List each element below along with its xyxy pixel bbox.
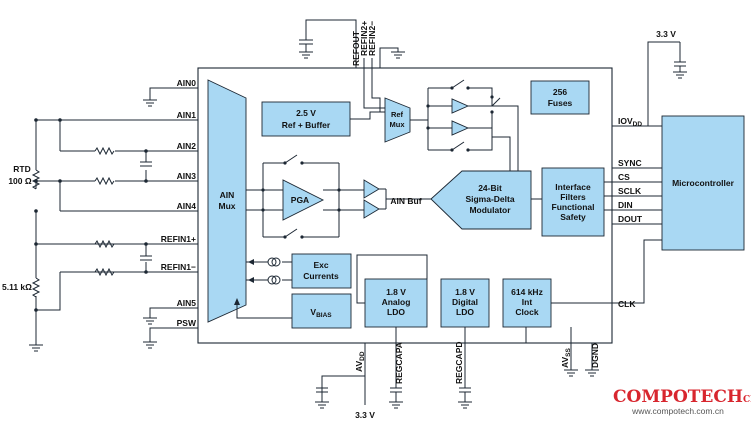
chip-outline [197, 67, 613, 344]
ref-mux-label-1: Ref [391, 110, 404, 119]
exc-label-1: Exc [313, 260, 328, 270]
pga-block [282, 179, 325, 221]
analog-ldo-label-1: 1.8 V [386, 287, 406, 297]
ain-buf-label: AIN Buf [390, 196, 421, 206]
pin-regcapd: REGCAPD [454, 341, 464, 384]
ain-mux-block [207, 79, 247, 323]
right-external [612, 41, 687, 304]
pga-label: PGA [291, 195, 309, 205]
modulator-label-2: Sigma-Delta [465, 194, 514, 204]
exc-currents-block [291, 253, 352, 289]
pin-avdd: AVDD [354, 351, 366, 372]
supply-bottom-label: 3.3 V [355, 410, 375, 420]
ref-amp-mid [451, 120, 470, 136]
modulator-label-1: 24-Bit [478, 183, 502, 193]
watermark: COMPOTECHChina www.compotech.com.cn [613, 387, 751, 416]
fuses-label-2: Fuses [548, 98, 573, 108]
microcontroller-block [661, 115, 745, 251]
modulator-block [430, 170, 532, 230]
left-pin-labels: AIN0 AIN1 AIN2 AIN3 AIN4 REFIN1+ REFIN1−… [161, 78, 197, 328]
ref-buffer-block [261, 101, 351, 137]
pin-regcapa: REGCAPA [394, 342, 404, 384]
bottom-external [315, 343, 599, 409]
digital-ldo-label-2: Digital [452, 297, 478, 307]
pin-refout: REFOUT [351, 30, 361, 66]
interface-label-1: Interface [555, 182, 591, 192]
pin-refin1-plus: REFIN1+ [161, 234, 196, 244]
rtd-label-2: 100 Ω [8, 176, 32, 186]
top-external [299, 19, 405, 68]
pin-din: DIN [618, 200, 633, 210]
pin-avss: AVSS [560, 347, 572, 368]
digital-ldo-label-3: LDO [456, 307, 474, 317]
ref-buffer-label-1: 2.5 V [296, 108, 316, 118]
watermark-brand: COMPOTECHChina [613, 387, 751, 407]
pin-ain5: AIN5 [177, 298, 197, 308]
pin-refin1-minus: REFIN1− [161, 262, 196, 272]
pin-ain0: AIN0 [177, 78, 197, 88]
ain-buf-top [363, 179, 380, 199]
pin-sclk: SCLK [618, 186, 642, 196]
fuses-label-1: 256 [553, 87, 567, 97]
pin-clk: CLK [618, 299, 636, 309]
watermark-url: www.compotech.com.cn [631, 406, 724, 416]
ref-mux-label-2: Mux [390, 120, 406, 129]
analog-ldo-block [364, 278, 428, 328]
analog-ldo-label-2: Analog [382, 297, 411, 307]
clock-label-2: Int [522, 297, 533, 307]
interface-label-4: Safety [560, 212, 586, 222]
exc-label-2: Currents [303, 271, 339, 281]
ain-mux-label-2: Mux [219, 201, 236, 211]
r-ref-label: 5.11 kΩ [2, 282, 32, 292]
left-external [29, 87, 198, 352]
ref-mux-block [384, 97, 411, 143]
pin-dout: DOUT [618, 214, 643, 224]
analog-ldo-label-3: LDO [387, 307, 405, 317]
pin-iov: IOVDD [618, 116, 642, 128]
pin-cs: CS [618, 172, 630, 182]
pin-refin2-plus: REFIN2+ [359, 21, 369, 56]
top-pin-labels: REFOUT REFIN2+ REFIN2− [351, 21, 377, 66]
vbias-label: VBIAS [310, 307, 332, 319]
fuses-block [530, 80, 590, 115]
right-pin-labels: IOVDD SYNC CS SCLK DIN DOUT CLK [618, 116, 643, 309]
pin-sync: SYNC [618, 158, 642, 168]
internal-wires [234, 58, 612, 343]
pin-ain4: AIN4 [177, 201, 197, 211]
rtd-label-1: RTD [13, 164, 30, 174]
interface-label-2: Filters [560, 192, 586, 202]
ain-buf-bottom [363, 199, 380, 219]
supply-top-label: 3.3 V [656, 29, 676, 39]
digital-ldo-label-1: 1.8 V [455, 287, 475, 297]
modulator-label-3: Modulator [469, 205, 511, 215]
ain-mux-label-1: AIN [220, 190, 235, 200]
digital-ldo-block [440, 278, 490, 328]
pin-ain3: AIN3 [177, 171, 197, 181]
ref-buffer-label-2: Ref + Buffer [282, 120, 331, 130]
clock-label-3: Clock [515, 307, 538, 317]
vbias-block [291, 293, 352, 329]
interface-label-3: Functional [552, 202, 595, 212]
pin-ain2: AIN2 [177, 141, 197, 151]
ref-amp-top [451, 98, 470, 114]
pin-refin2-minus: REFIN2− [367, 21, 377, 56]
pin-ain1: AIN1 [177, 110, 197, 120]
pin-dgnd: DGND [590, 343, 600, 368]
clock-label-1: 614 kHz [511, 287, 543, 297]
interface-block [541, 167, 605, 237]
pin-psw: PSW [177, 318, 197, 328]
microcontroller-label: Microcontroller [672, 178, 735, 188]
bottom-pin-labels: AVDD REGCAPA REGCAPD AVSS DGND [354, 341, 600, 384]
